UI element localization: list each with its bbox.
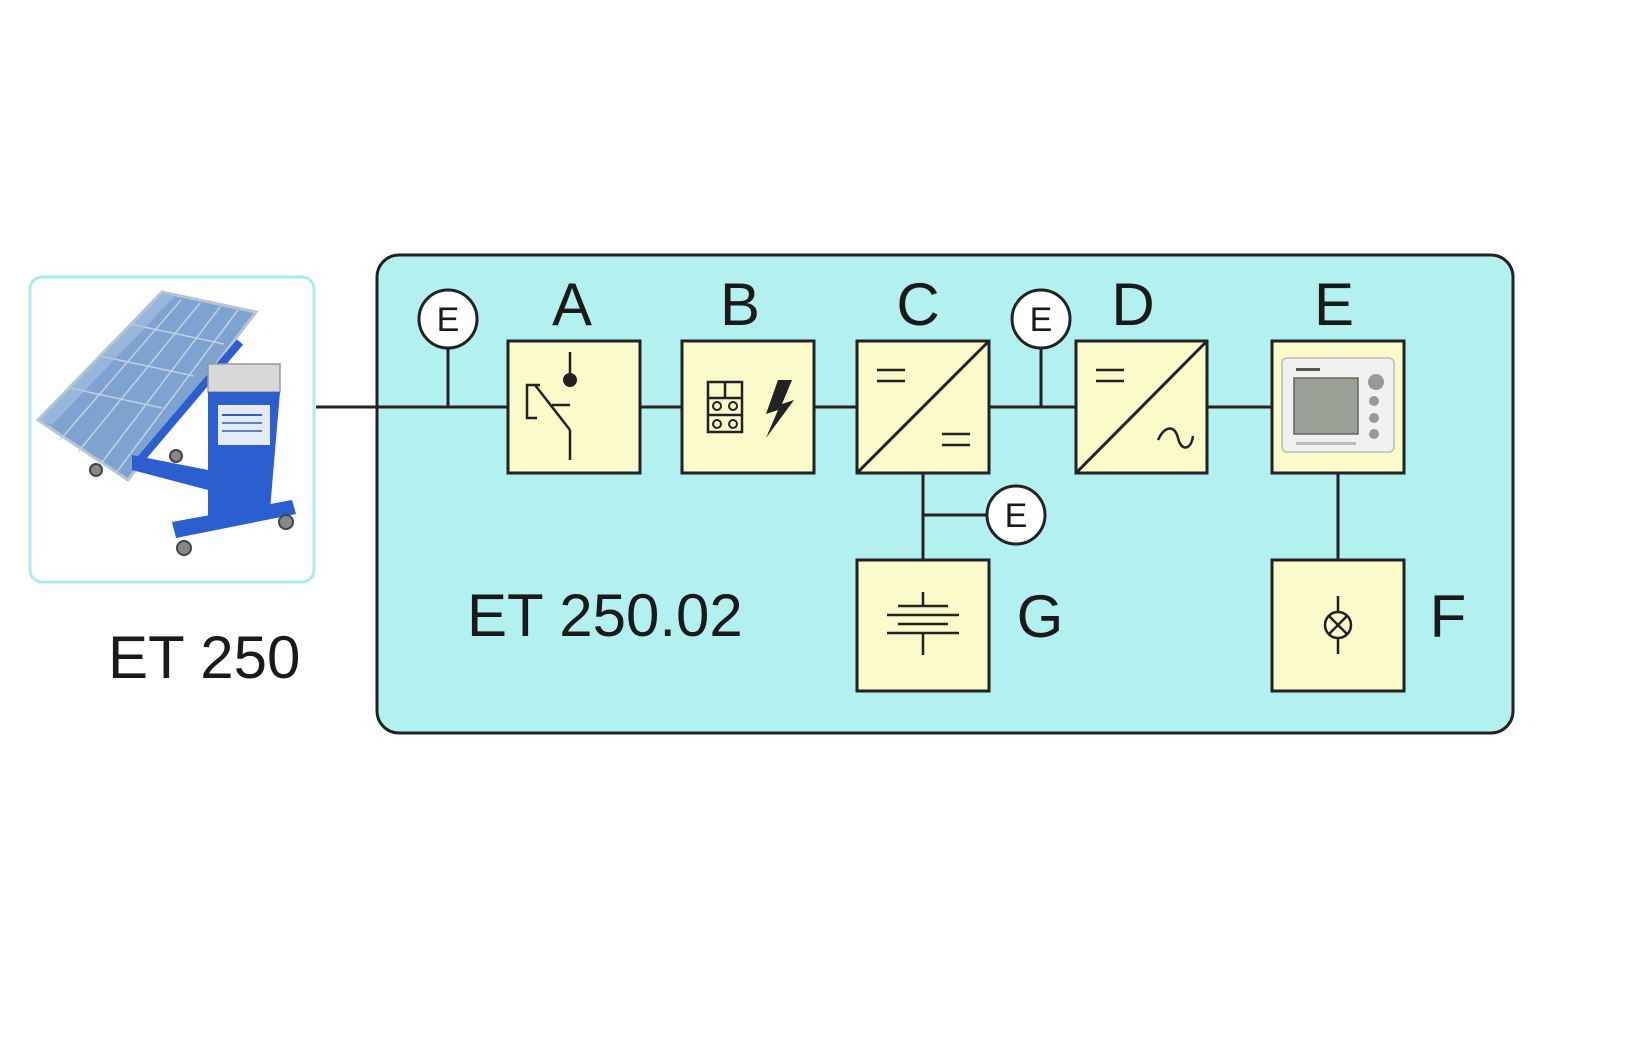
switch-icon bbox=[525, 352, 577, 460]
component-e bbox=[1270, 339, 1406, 475]
component-g-letter: G bbox=[1017, 583, 1064, 650]
svg-text:E: E bbox=[1005, 497, 1028, 535]
measurement-point-3: E bbox=[923, 484, 1047, 546]
component-e-letter: E bbox=[1314, 271, 1354, 338]
component-c bbox=[855, 339, 991, 475]
terminal-lightning-icon bbox=[706, 380, 794, 438]
module-label: ET 250 bbox=[108, 624, 300, 691]
measurement-point-2: E bbox=[1010, 288, 1072, 407]
component-f bbox=[1270, 558, 1406, 693]
component-b-letter: B bbox=[720, 271, 760, 338]
component-c-letter: C bbox=[896, 271, 939, 338]
battery-icon bbox=[887, 592, 959, 655]
system-label: ET 250.02 bbox=[467, 582, 743, 649]
svg-text:E: E bbox=[1030, 301, 1053, 339]
component-a-letter: A bbox=[552, 271, 592, 338]
component-a bbox=[506, 339, 642, 475]
lamp-icon bbox=[1323, 596, 1353, 654]
inverter-icon bbox=[1074, 339, 1209, 475]
component-b bbox=[680, 339, 816, 475]
energy-meter-icon bbox=[1281, 357, 1395, 453]
solar-module-trainer-image bbox=[35, 290, 296, 556]
dc-dc-converter-icon bbox=[855, 339, 991, 475]
component-d-letter: D bbox=[1111, 271, 1154, 338]
measurement-point-1: E bbox=[417, 288, 479, 407]
system-enclosure bbox=[375, 253, 1515, 735]
component-g bbox=[855, 558, 991, 693]
svg-text:E: E bbox=[437, 301, 460, 339]
component-d bbox=[1074, 339, 1209, 475]
component-f-letter: F bbox=[1430, 583, 1467, 650]
